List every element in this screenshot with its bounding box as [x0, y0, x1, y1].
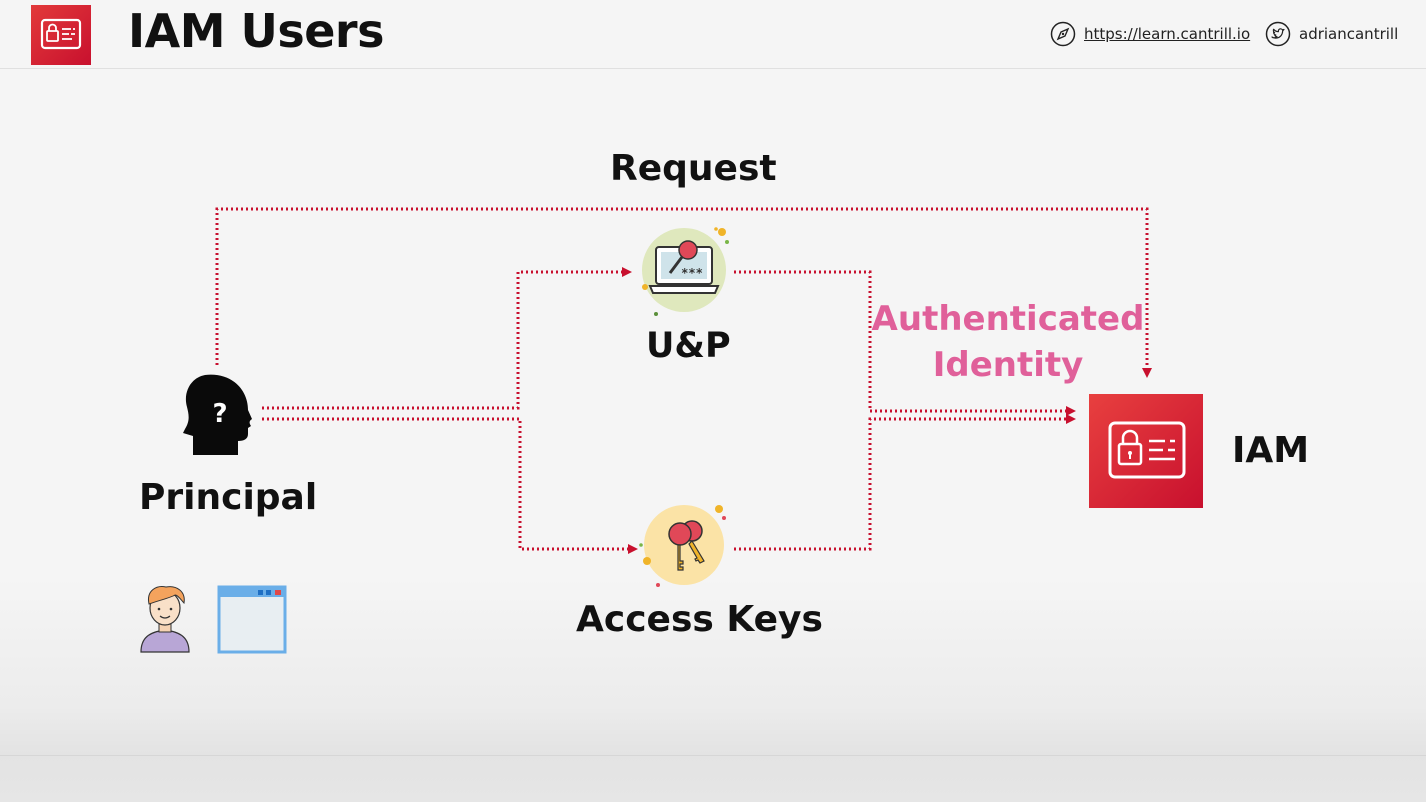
authenticated-line2: Identity: [932, 345, 1084, 385]
iam-label: IAM: [1232, 430, 1310, 471]
laptop-password-icon: ***: [642, 227, 729, 316]
keys-to-iam-line: [734, 414, 1076, 551]
website-link[interactable]: https://learn.cantrill.io: [1084, 25, 1251, 43]
principal-to-keys-line: [262, 417, 638, 554]
request-flow-line: [215, 207, 1152, 378]
svg-text:***: ***: [681, 266, 703, 280]
authenticated-line1: Authenticated: [871, 299, 1145, 339]
up-to-iam-line: [734, 270, 1076, 416]
page-title: IAM Users: [128, 4, 385, 58]
keys-icon: [639, 505, 726, 587]
footer-divider: [0, 755, 1426, 756]
principal-head-icon: ?: [183, 374, 252, 455]
header-bar: IAM Users https://learn.cantrill.io adri…: [0, 0, 1426, 69]
iam-logo-icon: [31, 5, 91, 65]
application-window-icon: [217, 585, 287, 654]
iam-identity-card-icon: [1089, 394, 1203, 508]
access-keys-label: Access Keys: [576, 599, 823, 640]
twitter-bird-icon: [1265, 21, 1291, 47]
twitter-handle[interactable]: adriancantrill: [1299, 25, 1399, 43]
up-label: U&P: [646, 326, 731, 366]
request-label: Request: [610, 148, 777, 189]
user-avatar-icon: [140, 586, 190, 653]
principal-to-up-line: [262, 267, 632, 410]
svg-text:?: ?: [212, 399, 227, 429]
principal-label: Principal: [139, 477, 318, 518]
compass-icon: [1050, 21, 1076, 47]
authenticated-identity-label: Authenticated Identity: [870, 296, 1146, 388]
twitter-link-group[interactable]: adriancantrill: [1265, 21, 1398, 47]
website-link-group[interactable]: https://learn.cantrill.io: [1050, 21, 1250, 47]
